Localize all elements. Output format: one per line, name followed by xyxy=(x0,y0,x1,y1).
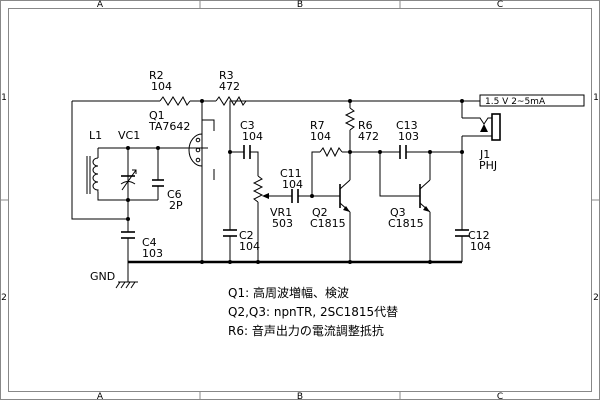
resistor-r2: R2 104 xyxy=(149,69,191,106)
supply-connection: 1.5 V 2~5mA xyxy=(461,94,585,118)
resistor-r6: R6 472 xyxy=(344,101,379,176)
zone-row-1-left: 1 xyxy=(1,93,7,103)
junction-q1-top xyxy=(200,99,204,103)
potentiometer-vr1: VR1 503 xyxy=(252,175,293,262)
c12-ref: C12 xyxy=(468,229,490,242)
q2-ref: Q2 xyxy=(312,206,328,219)
junction-tank-top xyxy=(126,146,130,150)
vr1-value: 503 xyxy=(272,217,293,230)
note-q2-q3: Q2,Q3: npnTR, 2SC1815代替 xyxy=(228,305,398,319)
j1-part: PHJ xyxy=(479,159,497,172)
j1-ref: J1 xyxy=(479,148,490,161)
c2-value: 104 xyxy=(239,240,260,253)
gnd-label: GND xyxy=(90,270,115,283)
junction-q2-gnd xyxy=(348,260,352,264)
resistor-r7: R7 104 xyxy=(310,119,350,196)
c13-value: 103 xyxy=(398,130,419,143)
q1-output-net xyxy=(229,100,246,230)
c6-ref: C6 xyxy=(167,188,182,201)
capacitor-c6: C6 2P xyxy=(152,179,183,212)
junction-c2-gnd xyxy=(228,260,232,264)
ic-q1: Q1 TA7642 xyxy=(148,101,215,262)
variable-capacitor-vc1: VC1 xyxy=(118,129,140,191)
junction-tank-vc1-top xyxy=(156,146,160,150)
junction-c12-top xyxy=(460,150,464,154)
junction-q1-gnd xyxy=(200,260,204,264)
note-r6: R6: 音声出力の電流調整抵抗 xyxy=(228,323,384,338)
c13-ref: C13 xyxy=(396,119,418,132)
q3-part: C1815 xyxy=(388,217,424,230)
vr1-ref: VR1 xyxy=(270,206,292,219)
tank-circuit xyxy=(97,147,202,219)
zone-col-a-bottom: A xyxy=(97,392,104,400)
capacitor-c2: C2 104 xyxy=(223,229,260,262)
r6-value: 472 xyxy=(358,130,379,143)
capacitor-c3: C3 104 xyxy=(230,119,263,176)
q3-ref: Q3 xyxy=(390,206,406,219)
inductor-l1: L1 xyxy=(86,129,102,194)
zone-row-2-left: 2 xyxy=(1,293,7,303)
q2-part: C1815 xyxy=(310,217,346,230)
c2-ref: C2 xyxy=(239,229,254,242)
junction-r6-top xyxy=(348,99,352,103)
r7-ref: R7 xyxy=(310,119,325,132)
ground-symbol: GND xyxy=(90,262,138,289)
r6-ref: R6 xyxy=(358,119,373,132)
r3-ref: R3 xyxy=(219,69,234,82)
c11-ref: C11 xyxy=(280,167,302,180)
c4-ref: C4 xyxy=(142,236,157,249)
r2-ref: R2 xyxy=(149,69,164,82)
zone-col-c-top: C xyxy=(497,0,503,10)
capacitor-c13: C13 103 xyxy=(350,119,430,159)
capacitor-c4: C4 103 xyxy=(121,219,163,262)
zone-row-1-right: 1 xyxy=(593,93,599,103)
notes-block: Q1: 高周波増幅、検波 Q2,Q3: npnTR, 2SC1815代替 R6:… xyxy=(228,285,398,338)
zone-col-c-bottom: C xyxy=(497,392,503,400)
capacitor-c11: C11 104 xyxy=(280,167,335,203)
q1-ref: Q1 xyxy=(149,109,165,122)
l1-ref: L1 xyxy=(89,129,102,142)
c6-value: 2P xyxy=(169,199,183,212)
output-net xyxy=(430,136,463,230)
vc1-ref: VC1 xyxy=(118,129,140,142)
supply-label: 1.5 V 2~5mA xyxy=(485,97,546,107)
r2-value: 104 xyxy=(151,80,172,93)
capacitor-c12: C12 104 xyxy=(455,229,491,262)
zone-col-b-top: B xyxy=(297,0,303,10)
transistor-q2: Q2 C1815 xyxy=(310,176,351,262)
c11-value: 104 xyxy=(282,178,303,191)
top-rail xyxy=(71,100,480,220)
resistor-r3: R3 472 xyxy=(215,69,247,106)
phone-jack-j1: J1 PHJ xyxy=(462,113,501,172)
transistor-q3: Q3 C1815 xyxy=(379,152,431,262)
c3-ref: C3 xyxy=(240,119,255,132)
junction-vr1-gnd xyxy=(256,260,260,264)
r7-value: 104 xyxy=(310,130,331,143)
c3-value: 104 xyxy=(242,130,263,143)
zone-row-2-right: 2 xyxy=(593,293,599,303)
junction-tank-bottom xyxy=(126,198,130,202)
q1-part: TA7642 xyxy=(148,120,190,133)
zone-col-b-bottom: B xyxy=(297,392,303,400)
zone-col-a-top: A xyxy=(97,0,104,10)
r3-value: 472 xyxy=(219,80,240,93)
junction-q3-gnd xyxy=(428,260,432,264)
junction-supply xyxy=(460,99,464,103)
note-q1: Q1: 高周波増幅、検波 xyxy=(228,285,349,300)
c12-value: 104 xyxy=(470,240,491,253)
c4-value: 103 xyxy=(142,247,163,260)
